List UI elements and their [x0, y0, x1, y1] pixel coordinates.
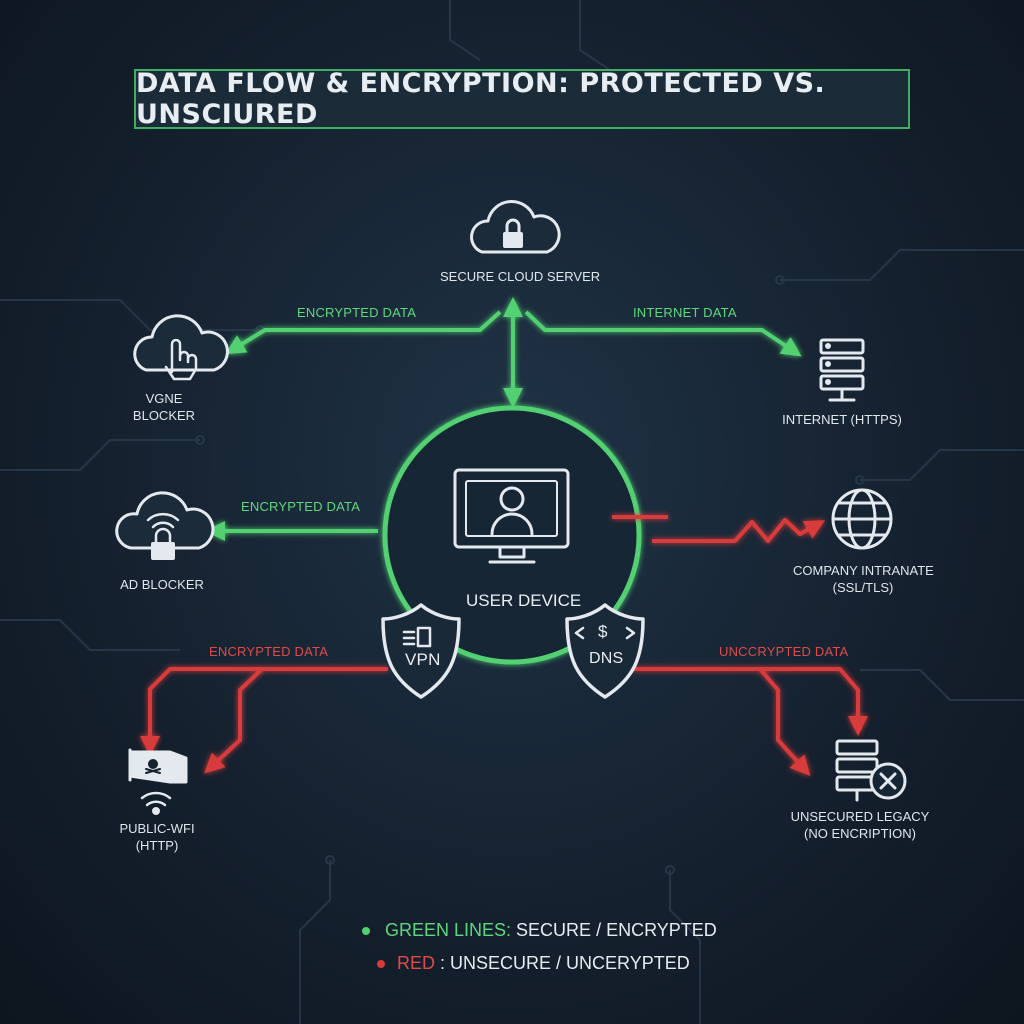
label-internet-https: INTERNET (HTTPS) — [782, 412, 902, 427]
label-user-device: USER DEVICE — [466, 591, 582, 610]
label-legacy: UNSECURED LEGACY (NO ENCRIPTION) — [790, 808, 930, 842]
dns-shield-icon — [565, 603, 645, 699]
server-error-icon — [835, 739, 907, 802]
pirate-flag-wifi-icon — [128, 748, 188, 815]
flow-label-encrypted-top-left: ENCRYPTED DATA — [297, 305, 417, 320]
flow-line-dns-legacy-inner — [632, 667, 811, 776]
flow-line-vpn-wifi-inner — [204, 667, 388, 774]
legend-red-dot — [377, 960, 385, 968]
insecure-flow-lines — [140, 515, 868, 776]
label-vgne-line1: VGNE — [145, 391, 183, 406]
legend-green-value: SECURE / ENCRYPTED — [511, 920, 717, 940]
flow-label-encrypted-mid-left: ENCRYPTED DATA — [241, 499, 361, 514]
label-dns-symbol: $ — [598, 622, 608, 641]
label-legacy-line1: UNSECURED LEGACY — [790, 809, 930, 824]
label-ad-blocker: AD BLOCKER — [120, 577, 204, 592]
flow-line-to-internet — [524, 310, 802, 357]
legend-secure: GREEN LINES: SECURE / ENCRYPTED — [385, 920, 717, 941]
cloud-hand-icon — [133, 314, 229, 381]
flow-line-to-vgne — [225, 310, 502, 355]
vpn-shield-icon — [381, 603, 461, 699]
secure-flow-lines — [205, 297, 802, 541]
legend-green-key: GREEN LINES: — [385, 920, 512, 940]
label-dns: DNS — [589, 650, 624, 667]
label-public-wifi-line2: (HTTP) — [135, 838, 179, 853]
cloud-lock-icon — [470, 200, 561, 254]
flow-label-internet-data: INTERNET DATA — [633, 305, 737, 320]
page-title: DATA FLOW & ENCRYPTION: PROTECTED VS. UN… — [136, 68, 826, 130]
server-rack-icon — [819, 338, 865, 402]
legend-insecure: RED : UNSECURE / UNCERYPTED — [397, 953, 690, 974]
legend-red-value: : UNSECURE / UNCERYPTED — [435, 953, 690, 973]
label-vpn: VPN — [405, 650, 441, 669]
label-intranet: COMPANY INTRANATE (SSL/TLS) — [793, 562, 934, 596]
cloud-wifi-lock-icon — [115, 491, 215, 560]
monitor-user-icon — [453, 468, 570, 564]
label-legacy-line2: (NO ENCRIPTION) — [804, 826, 916, 841]
label-cloud-server: SECURE CLOUD SERVER — [440, 269, 601, 284]
flow-line-intranet-b — [652, 518, 825, 543]
legend-green-dot — [362, 927, 370, 935]
flow-label-encrypted-bottom-left: ENCRYPTED DATA — [209, 644, 329, 659]
label-vgne-line2: BLOCKER — [132, 408, 196, 423]
flow-label-uncrypted-bottom-right: UNCCRYPTED DATA — [719, 644, 849, 659]
label-intranet-line2: (SSL/TLS) — [832, 580, 894, 595]
flow-line-vpn-wifi-outer — [140, 667, 388, 756]
label-public-wifi: PUBLIC-WFI (HTTP) — [112, 820, 202, 854]
label-intranet-line1: COMPANY INTRANATE — [793, 563, 934, 578]
globe-icon — [831, 488, 893, 550]
label-public-wifi-line1: PUBLIC-WFI — [119, 821, 195, 836]
title-box: DATA FLOW & ENCRYPTION: PROTECTED VS. UN… — [134, 68, 910, 130]
flow-line-dns-legacy-outer — [632, 667, 868, 736]
legend-red-key: RED — [397, 953, 436, 973]
label-vgne: VGNE BLOCKER — [124, 390, 204, 424]
